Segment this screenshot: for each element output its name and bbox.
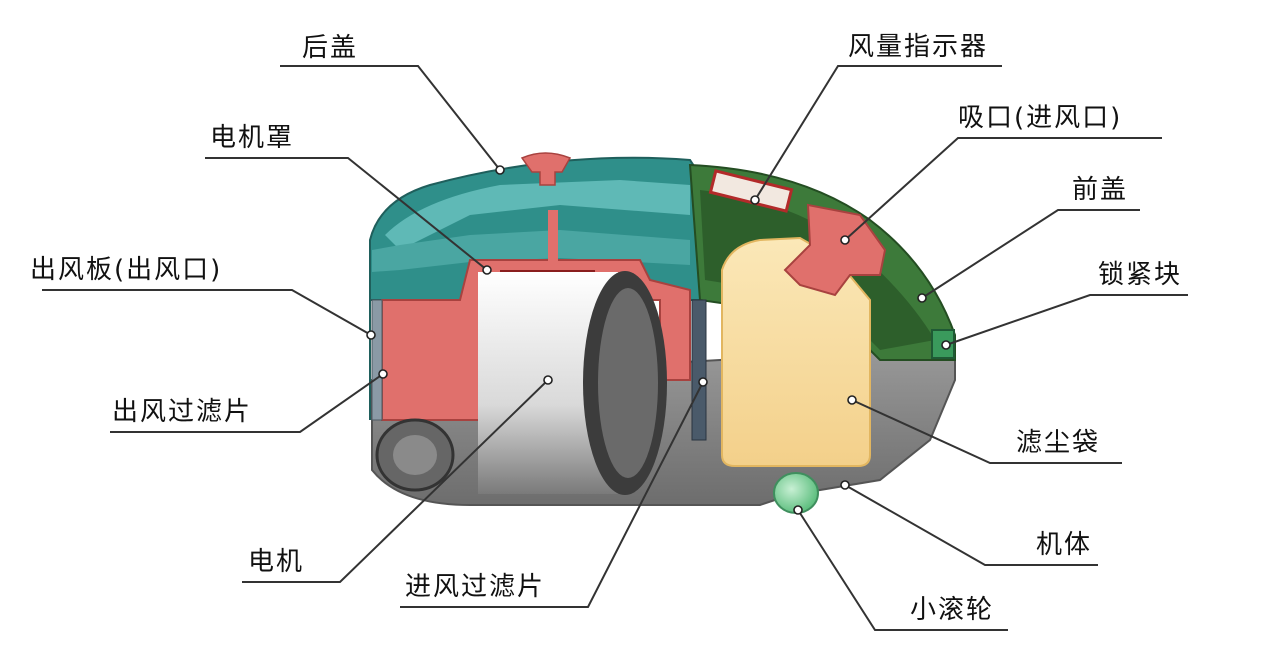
label-front-cover: 前盖 [1072,175,1128,205]
leader-outlet-filter [110,373,384,433]
inlet-filter-shape [691,299,707,441]
label-dust-bag: 滤尘袋 [1016,428,1100,458]
label-motor: 电机 [248,547,304,577]
anchor-rear-cover [495,165,505,175]
anchor-locking-block [941,340,951,350]
label-outlet-filter: 出风过滤片 [112,397,252,427]
label-locking-block: 锁紧块 [1098,260,1182,290]
anchor-small-roller [793,505,803,515]
leader-locking-block [945,294,1188,346]
label-inlet-filter: 进风过滤片 [405,572,545,602]
motor-end-face [598,288,658,478]
leader-inlet-filter [400,381,704,608]
anchor-airflow-indicator [750,195,760,205]
anchor-inlet-filter [698,377,708,387]
leader-outlet-plate [42,289,372,336]
label-outlet-plate: 出风板(出风口) [30,255,222,285]
label-airflow-indicator: 风量指示器 [848,32,988,62]
vacuum-illustration [369,152,956,514]
leader-airflow-indicator [754,65,1002,201]
label-motor-cover: 电机罩 [210,123,294,153]
anchor-body [840,480,850,490]
leader-rear-cover [280,65,501,171]
label-small-roller: 小滚轮 [910,595,994,625]
anchor-dots [366,165,951,515]
rear-shell-highlight [385,180,690,250]
anchor-motor [543,375,553,385]
leader-suction-port [844,137,1162,241]
leader-body [844,484,1098,566]
airflow-indicator-shape [708,169,794,213]
anchor-suction-port [840,235,850,245]
motor-cover-stem [548,210,558,265]
outlet-plate-shape [371,299,383,421]
leader-dust-bag [851,399,1122,464]
leader-motor [242,379,549,583]
label-body: 机体 [1036,530,1092,560]
anchor-dust-bag [847,395,857,405]
anchor-front-cover [917,293,927,303]
leader-lines [42,65,1188,631]
anchor-outlet-filter [378,369,388,379]
rear-wheel-hub [393,435,437,475]
labels: 后盖 电机罩 出风板(出风口) 出风过滤片 电机 进风过滤片 风量指示器 吸口(… [30,32,1182,625]
leader-front-cover [921,209,1140,299]
anchor-motor-cover [482,265,492,275]
leader-small-roller [797,509,1008,631]
label-suction-port: 吸口(进风口) [958,103,1122,133]
label-rear-cover: 后盖 [302,33,358,63]
anchor-outlet-plate [366,330,376,340]
leader-motor-cover [205,157,488,271]
rear-cover-knob [520,152,572,186]
